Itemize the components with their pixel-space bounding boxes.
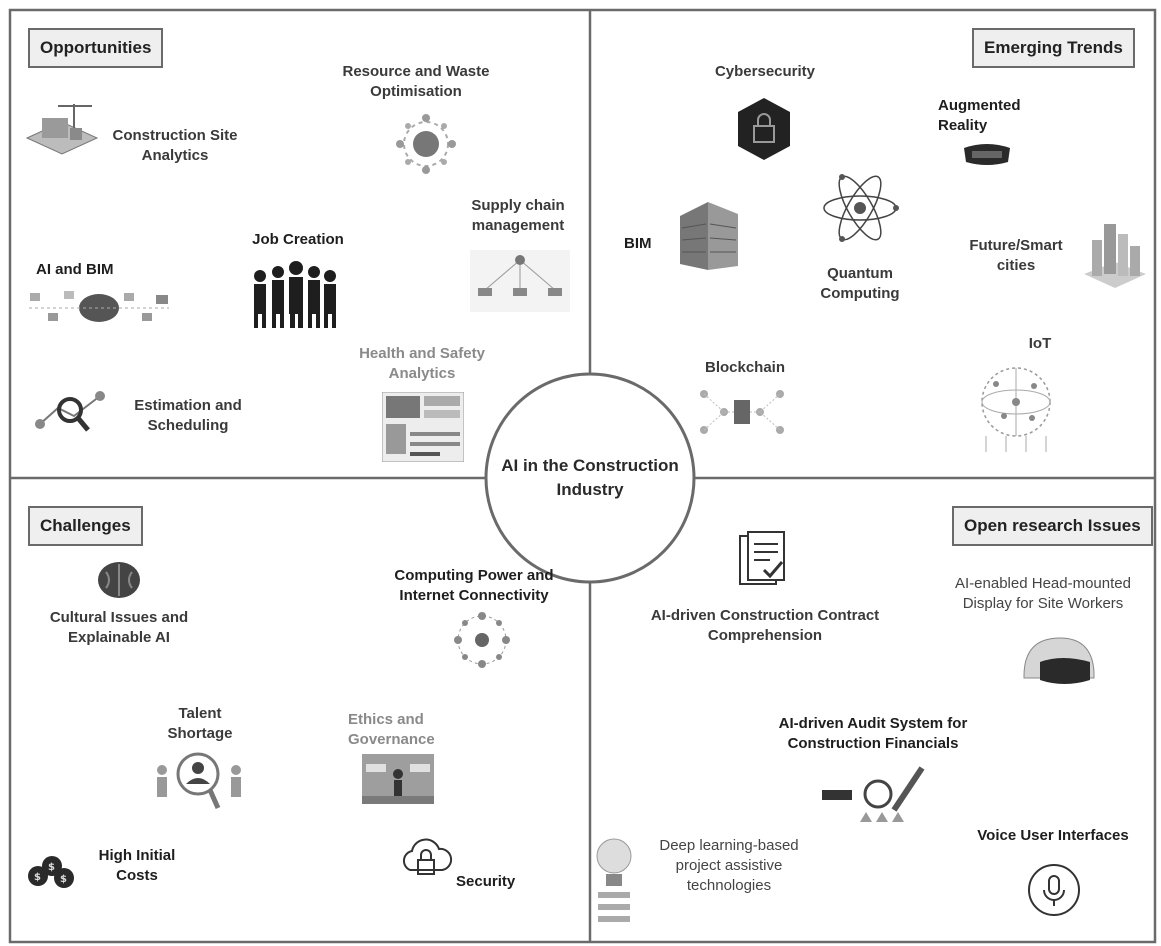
- ai-bim-network-icon: [24, 283, 174, 333]
- ethics-scene-icon: [362, 754, 434, 804]
- contract-document-icon: [736, 530, 788, 590]
- augmented-reality-label: Augmented Reality: [938, 97, 1021, 134]
- quantum-atom-icon: [820, 168, 900, 248]
- construction-site-icon: [22, 100, 102, 160]
- cloud-lock-icon: [398, 836, 454, 884]
- open-research-title: Open research Issues: [952, 506, 1153, 546]
- center-circle: [484, 372, 696, 584]
- high-initial-costs-label: High Initial Costs: [98, 847, 176, 884]
- svg-text:$: $: [34, 872, 41, 883]
- resource-waste-label: Resource and Waste Optimisation: [342, 63, 490, 100]
- svg-text:$: $: [48, 862, 55, 873]
- outer-border: [8, 8, 1157, 944]
- smart-cities-label: Future/Smart cities: [969, 237, 1063, 274]
- challenges-title: Challenges: [28, 506, 143, 546]
- health-safety-label: Health and Safety Analytics: [359, 345, 485, 382]
- computing-power-label: Computing Power and Internet Connectivit…: [394, 567, 554, 604]
- cyber-lock-icon: [736, 96, 792, 162]
- supply-chain-network-icon: [470, 250, 570, 312]
- quantum-computing-label: Quantum Computing: [820, 265, 900, 302]
- lightbulb-icon: [594, 832, 634, 928]
- head-mounted-display-label: AI-enabled Head-mounted Display for Site…: [955, 575, 1131, 612]
- blockchain-label: Blockchain: [704, 359, 786, 376]
- coins-icon: $ $ $: [26, 846, 76, 890]
- cultural-issues-label: Cultural Issues and Explainable AI: [49, 609, 189, 646]
- ethics-governance-label: Ethics and Governance: [348, 711, 435, 748]
- iot-globe-icon: [966, 362, 1066, 454]
- bim-label: BIM: [624, 235, 652, 252]
- svg-text:$: $: [60, 874, 67, 885]
- ar-headset-icon: [962, 142, 1012, 168]
- cybersecurity-label: Cybersecurity: [714, 63, 816, 80]
- supply-chain-label: Supply chain management: [471, 197, 565, 234]
- helmet-icon: [1018, 632, 1098, 692]
- audit-system-label: AI-driven Audit System for Construction …: [778, 715, 968, 752]
- job-creation-label: Job Creation: [252, 231, 344, 248]
- blockchain-network-icon: [696, 384, 788, 440]
- estimation-scheduling-label: Estimation and Scheduling: [134, 397, 242, 434]
- ai-bim-label: AI and BIM: [36, 261, 114, 278]
- smart-city-icon: [1082, 218, 1148, 290]
- voice-ui-label: Voice User Interfaces: [977, 827, 1129, 844]
- construction-site-analytics-label: Construction Site Analytics: [112, 127, 238, 164]
- contract-comprehension-label: AI-driven Construction Contract Comprehe…: [650, 607, 880, 644]
- talent-search-icon: [152, 748, 246, 814]
- microphone-icon: [1026, 862, 1082, 918]
- security-label: Security: [456, 873, 516, 890]
- talent-shortage-label: Talent Shortage: [167, 705, 233, 742]
- workers-icon: [248, 258, 340, 330]
- audit-magnifier-icon: [820, 764, 928, 826]
- deep-learning-label: Deep learning-based project assistive te…: [659, 837, 799, 894]
- estimation-magnifier-icon: [34, 388, 108, 436]
- center-label: AI in the Construction Industry: [501, 456, 679, 499]
- opportunities-title: Opportunities: [28, 28, 164, 68]
- emerging-trends-title: Emerging Trends: [972, 28, 1135, 68]
- optimisation-gear-icon: [394, 112, 458, 176]
- brain-icon: [96, 560, 142, 600]
- iot-label: IoT: [1028, 335, 1052, 352]
- bim-building-icon: [674, 196, 744, 274]
- dashboard-icon: [382, 392, 464, 462]
- computing-network-icon: [452, 610, 512, 670]
